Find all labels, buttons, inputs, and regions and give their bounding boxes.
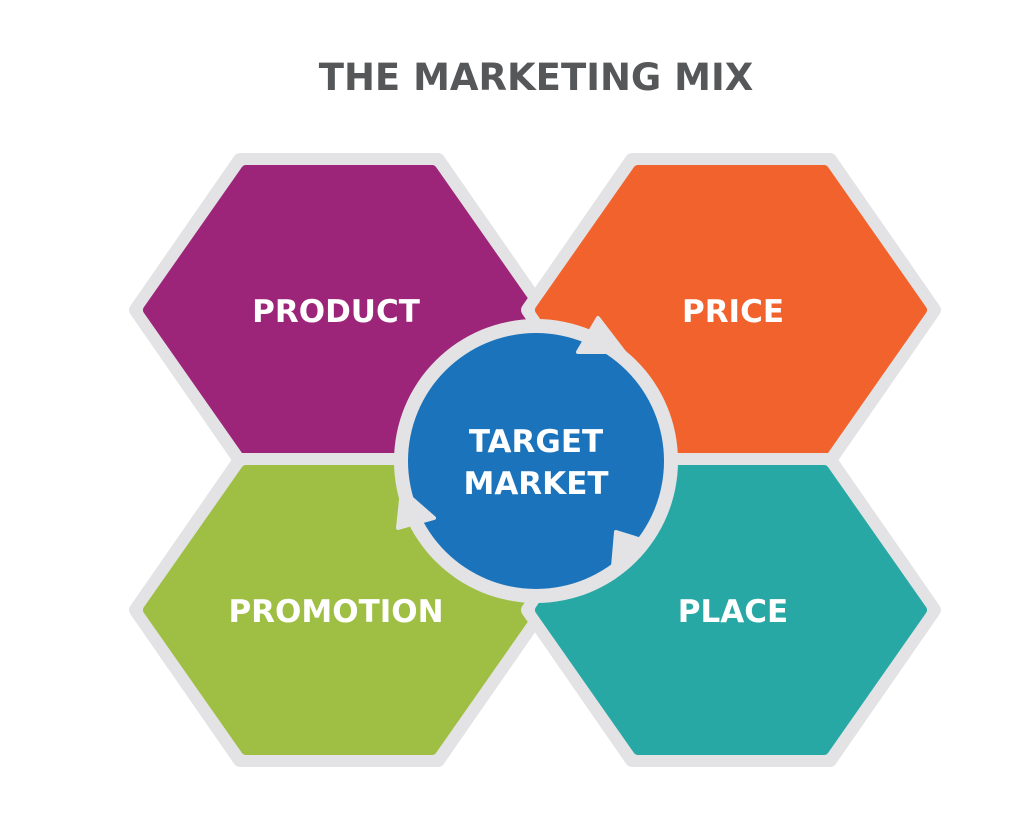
segment-promotion-label: PROMOTION [228, 594, 443, 630]
cycle-arrow-bottom-right-icon [610, 530, 650, 580]
center-label-line1: TARGET [469, 424, 603, 460]
segment-price-label: PRICE [682, 294, 784, 330]
segment-place-label: PLACE [678, 594, 788, 630]
center-label-line2: MARKET [463, 466, 608, 502]
cycle-arrow-left-icon [396, 488, 436, 530]
segment-product-label: PRODUCT [252, 294, 420, 330]
center-fill [408, 333, 664, 589]
cycle-arrow-top-right-icon [576, 316, 626, 354]
center-target-market: TARGET MARKET [394, 319, 678, 603]
diagram-title: THE MARKETING MIX [319, 56, 754, 99]
